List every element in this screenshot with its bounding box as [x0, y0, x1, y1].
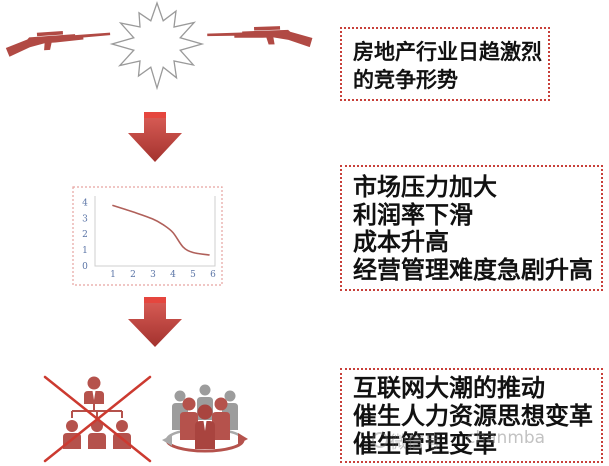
member-body [180, 412, 198, 440]
member-body [212, 412, 230, 440]
cycle-arrowhead [238, 433, 248, 444]
cycle-arrowhead [162, 435, 172, 446]
x-tick-label: 4 [170, 270, 176, 280]
rifle-left-icon [5, 30, 111, 57]
internet-change-box: 互联网大潮的推动 催生人力资源思想变革 催生管理变革 [340, 368, 603, 463]
staff-body [113, 433, 131, 449]
arrow-down-icon [128, 112, 182, 162]
explosion-icon [109, 1, 205, 91]
arrow-down-icon [128, 297, 182, 347]
y-tick-label: 0 [82, 262, 88, 272]
member-body [195, 421, 215, 449]
chart-frame [72, 186, 223, 286]
org-connectors [71, 404, 123, 418]
chart-marks: 0 1 2 3 4 1 2 3 4 5 6 [82, 198, 216, 280]
y-tick-label: 1 [82, 246, 88, 256]
y-tick-label: 4 [82, 198, 88, 208]
member-head [174, 390, 186, 402]
box-line: 房地产行业日趋激烈 [353, 40, 542, 64]
watermark-logo-icon [372, 432, 388, 448]
team-circle-icon [162, 384, 248, 453]
staff-head [116, 420, 128, 432]
manager-head [87, 376, 101, 390]
box-line: 成本升高 [353, 228, 449, 256]
box-line: 的竞争形势 [353, 68, 458, 92]
x-tick-label: 6 [210, 270, 216, 280]
manager-tie [92, 391, 96, 400]
member-head [182, 397, 196, 411]
y-tick-label: 2 [82, 230, 88, 240]
box-line: 市场压力加大 [353, 173, 497, 201]
decline-chart: 0 1 2 3 4 1 2 3 4 5 6 [72, 186, 223, 286]
pressure-box: 市场压力加大 利润率下滑 成本升高 经营管理难度急剧升高 [340, 165, 603, 291]
x-tick-label: 5 [190, 270, 196, 280]
competition-scene [5, 1, 313, 91]
x-tick-label: 2 [130, 270, 136, 280]
member-head [214, 397, 228, 411]
member-tie [203, 421, 207, 431]
rifle-right-icon [207, 26, 313, 48]
box-line: 利润率下滑 [353, 200, 473, 229]
member-head [197, 404, 213, 420]
x-tick-label: 1 [110, 270, 116, 280]
box-line: 经营管理难度急剧升高 [353, 255, 593, 284]
x-tick-label: 3 [150, 270, 156, 280]
staff-body [88, 433, 106, 449]
member-head [224, 390, 236, 402]
box-line: 催生管理变革 [353, 430, 497, 458]
plot-axes [94, 196, 216, 267]
y-tick-label: 3 [82, 214, 88, 224]
competition-box: 房地产行业日趋激烈 的竞争形势 [340, 27, 550, 101]
box-line: 互联网大潮的推动 [353, 374, 545, 402]
member-head [199, 384, 211, 396]
staff-head [66, 420, 78, 432]
cross-out-icon [43, 375, 152, 463]
box-line: 催生人力资源思想变革 [353, 402, 593, 430]
series-line [112, 204, 210, 256]
